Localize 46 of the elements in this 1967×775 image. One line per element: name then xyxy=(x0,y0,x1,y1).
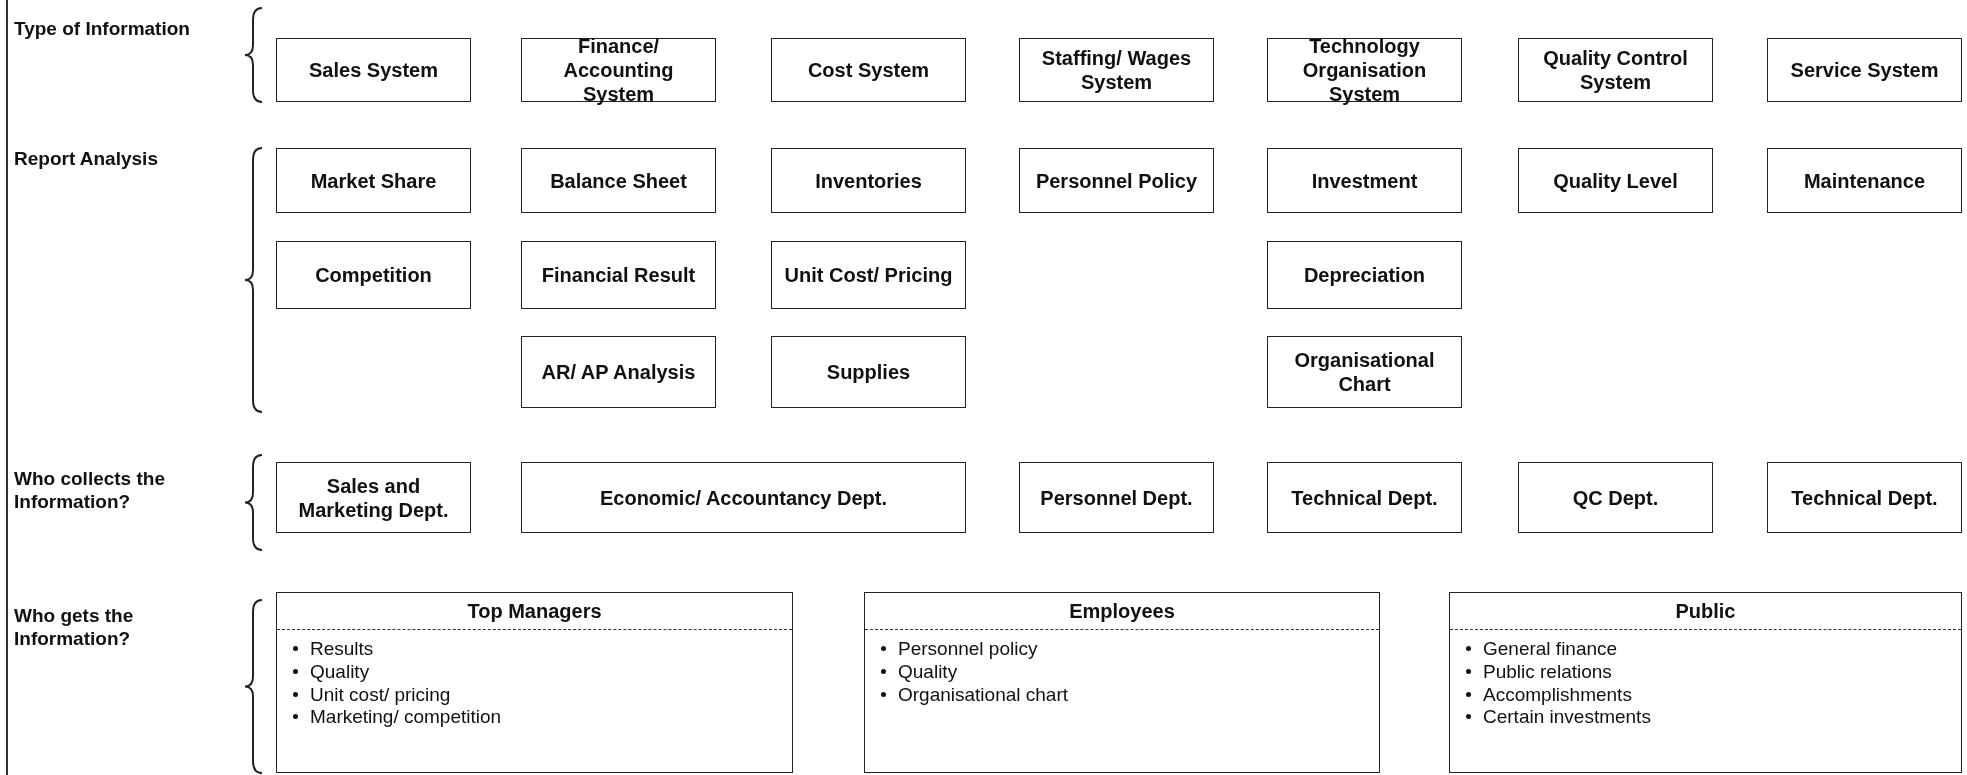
audience-box xyxy=(1449,592,1962,773)
box-heading: Top Managers xyxy=(277,593,792,630)
box-heading: Employees xyxy=(865,593,1379,630)
audience-box xyxy=(276,592,793,773)
category-box: AR/ AP Analysis xyxy=(521,336,716,408)
category-box: Competition xyxy=(276,241,471,309)
bullet-item: Marketing/ competition xyxy=(310,706,502,728)
category-box: Personnel Policy xyxy=(1019,148,1214,213)
category-box: Quality Control System xyxy=(1518,38,1713,102)
category-box: QC Dept. xyxy=(1518,462,1713,533)
category-box: Sales and Marketing Dept. xyxy=(276,462,471,533)
row-heading: Type of Information xyxy=(14,18,191,41)
row-heading: Who collects the Information? xyxy=(14,468,166,514)
category-box: Economic/ Accountancy Dept. xyxy=(521,462,966,533)
category-box: Sales System xyxy=(276,38,471,102)
category-box: Depreciation xyxy=(1267,241,1462,309)
row-heading: Who gets the Information? xyxy=(14,605,135,651)
bullet-item: Personnel policy xyxy=(898,638,1038,659)
bullet-item: Certain investments xyxy=(1483,706,1651,728)
audience-box xyxy=(864,592,1380,773)
bullet-item: Accomplishments xyxy=(1483,683,1632,705)
category-box: Maintenance xyxy=(1767,148,1962,213)
bullet-item: Results xyxy=(310,638,374,659)
category-box: Technical Dept. xyxy=(1767,462,1962,533)
category-box: Investment xyxy=(1267,148,1462,213)
bullet-item: Quality xyxy=(898,660,958,682)
category-box: Supplies xyxy=(771,336,966,408)
category-box: Market Share xyxy=(276,148,471,213)
category-box: Technical Dept. xyxy=(1267,462,1462,533)
category-box: Service System xyxy=(1767,38,1962,102)
bullet-item: Unit cost/ pricing xyxy=(310,683,451,705)
category-box: Unit Cost/ Pricing xyxy=(771,241,966,309)
bullet-item: General finance xyxy=(1483,638,1618,659)
box-heading: Public xyxy=(1450,593,1961,630)
bullet-item: Organisational chart xyxy=(898,683,1069,705)
category-box: Financial Result xyxy=(521,241,716,309)
category-box: Cost System xyxy=(771,38,966,102)
category-box: Organisational Chart xyxy=(1267,336,1462,408)
category-box: Personnel Dept. xyxy=(1019,462,1214,533)
bullet-item: Quality xyxy=(310,660,370,682)
category-box: Quality Level xyxy=(1518,148,1713,213)
category-box: Balance Sheet xyxy=(521,148,716,213)
bullet-item: Public relations xyxy=(1483,660,1612,682)
category-box: Staffing/ Wages System xyxy=(1019,38,1214,102)
category-box: Inventories xyxy=(771,148,966,213)
row-heading: Report Analysis xyxy=(14,148,159,171)
